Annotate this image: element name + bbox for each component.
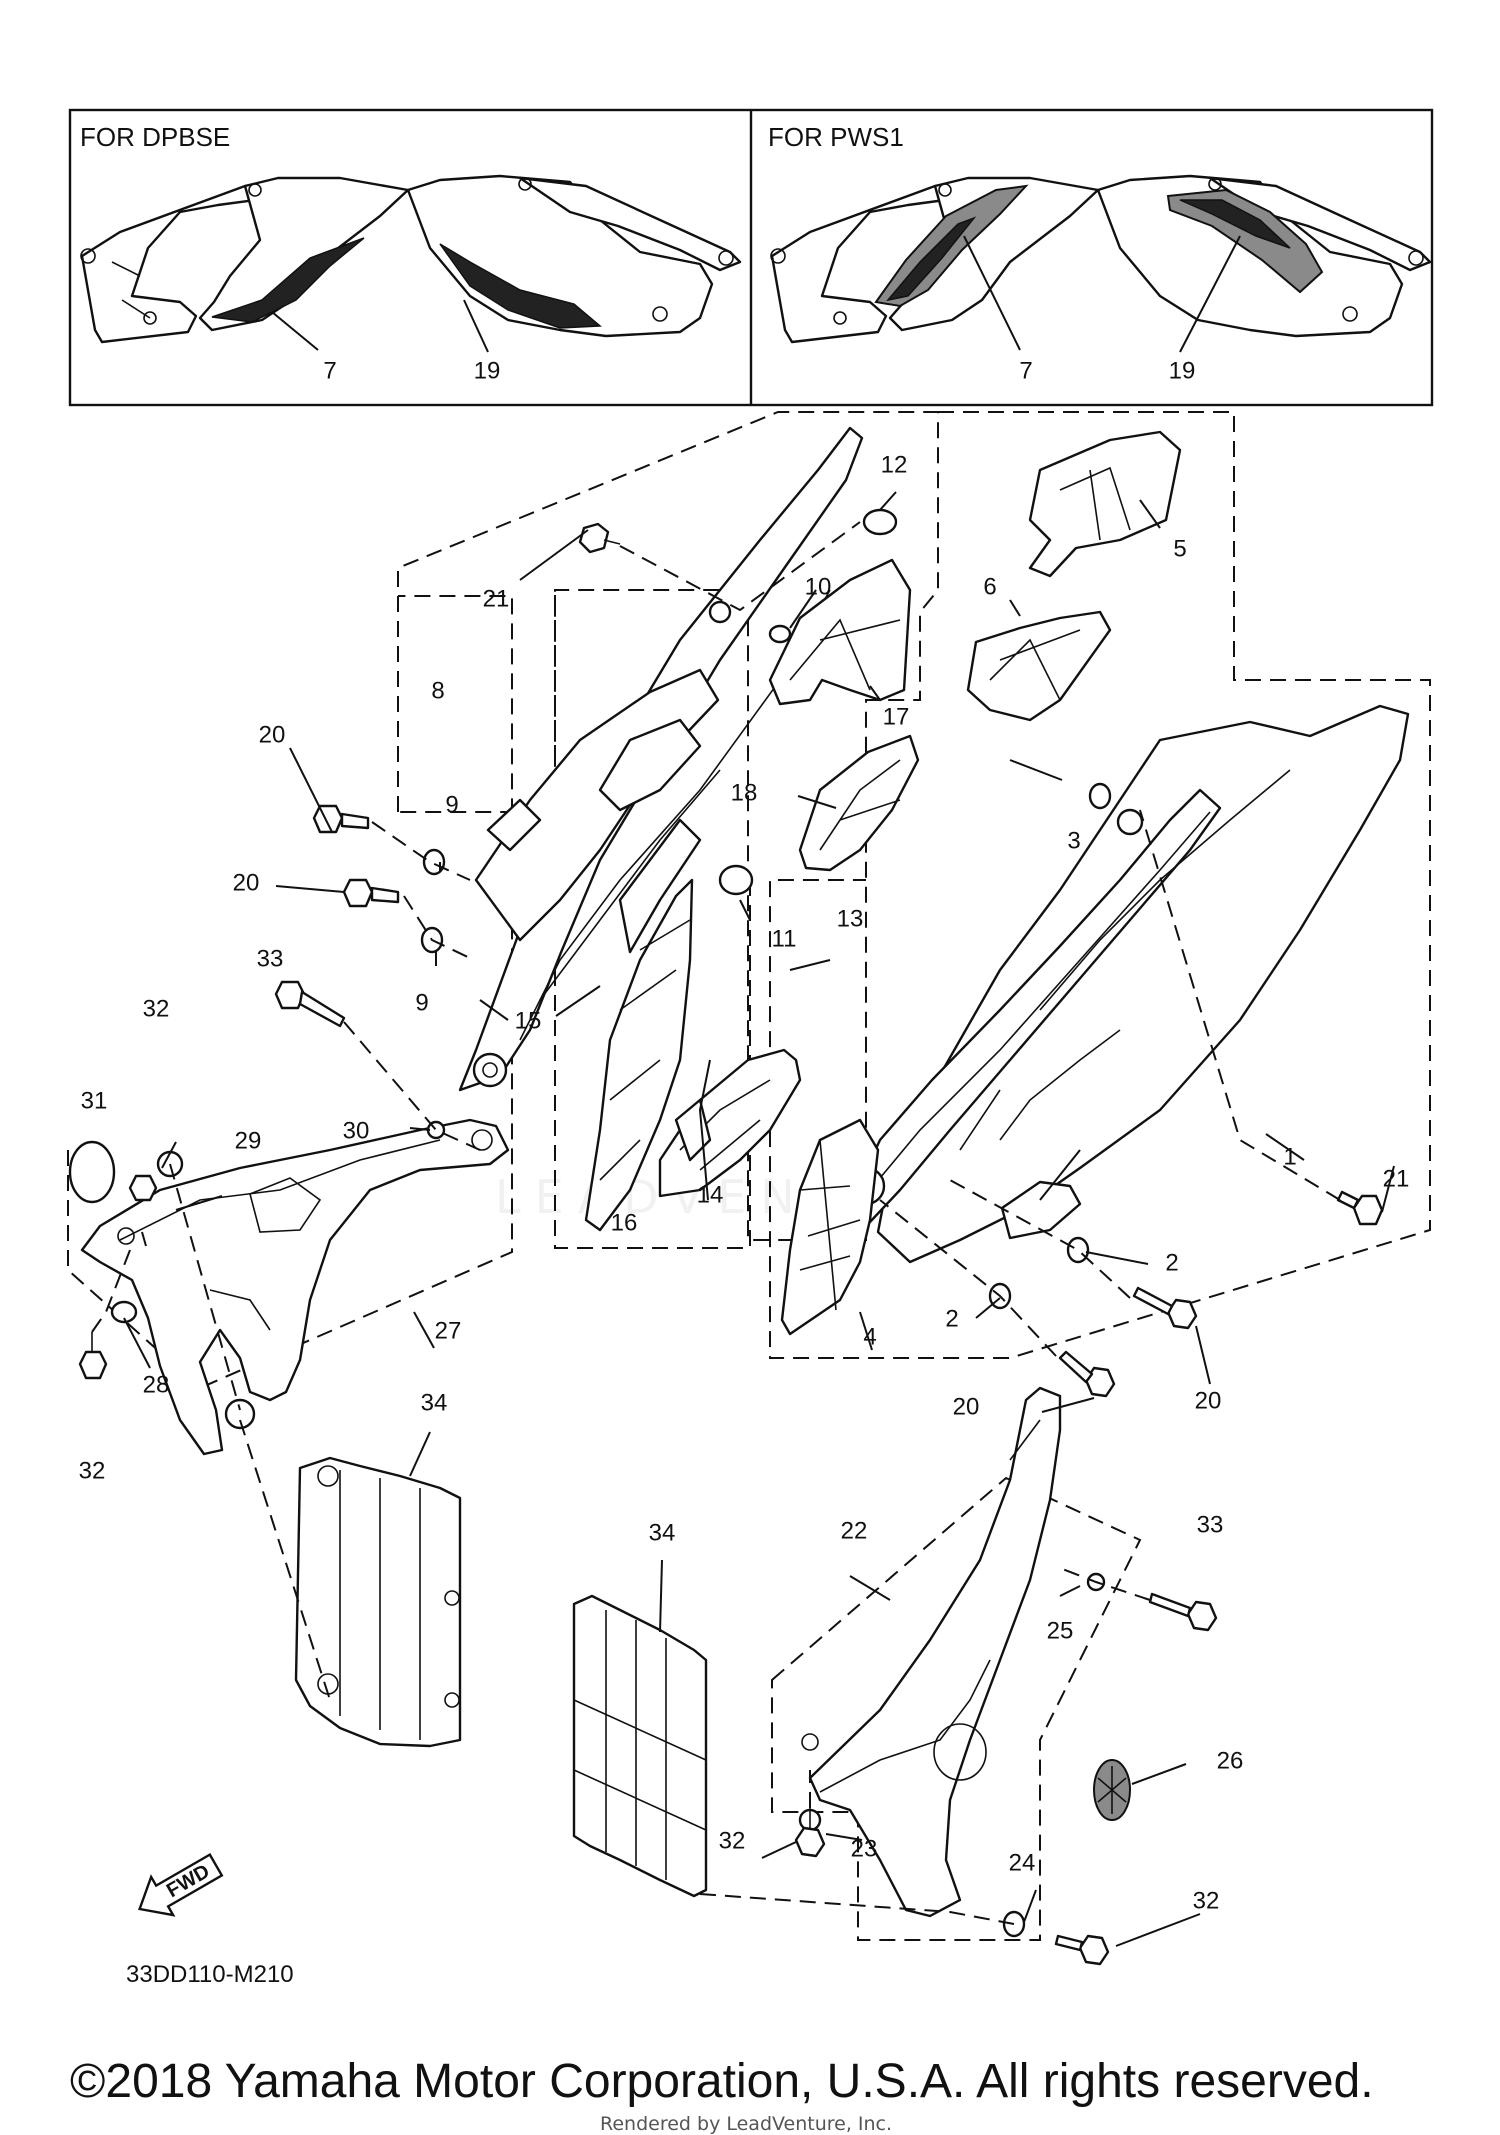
part-27-shroud — [80, 1118, 510, 1456]
diagram-code: 33DD110-M210 — [126, 1961, 294, 1988]
callout-32-b: 32 — [79, 1457, 106, 1484]
fwd-arrow-icon: FWD — [138, 1852, 224, 1917]
callout-6: 6 — [983, 573, 996, 600]
callout-33-a: 33 — [257, 945, 284, 972]
fasteners — [78, 508, 1384, 1966]
part-34-louver-upper — [294, 1456, 462, 1748]
callout-20-a: 20 — [259, 721, 286, 748]
callout-17: 17 — [883, 703, 910, 730]
part-4-pad — [780, 1118, 880, 1336]
callout-4: 4 — [863, 1323, 876, 1350]
callout-19-pws1: 19 — [1169, 357, 1196, 384]
inset-dpbse-right-shroud — [406, 174, 742, 338]
callout-25: 25 — [1047, 1617, 1074, 1644]
inset-dpbse-left-shroud — [80, 176, 410, 344]
callout-22: 22 — [841, 1517, 868, 1544]
callout-21-b: 21 — [1383, 1165, 1410, 1192]
callout-8: 8 — [431, 677, 444, 704]
callout-23: 23 — [851, 1835, 878, 1862]
callout-16: 16 — [611, 1209, 638, 1236]
callouts: 1 2 2 3 4 5 6 8 9 9 10 11 12 13 14 15 16… — [79, 451, 1410, 1914]
callout-32-a: 32 — [143, 995, 170, 1022]
inset-box — [68, 108, 1434, 407]
callout-21-a: 21 — [483, 585, 510, 612]
callout-2-lower: 2 — [945, 1305, 958, 1332]
callout-20-b: 20 — [233, 869, 260, 896]
inset-pws1-left-shroud — [770, 176, 1100, 344]
part-14-pad — [674, 1098, 712, 1162]
part-17-pad — [768, 558, 912, 706]
callout-26: 26 — [1217, 1747, 1244, 1774]
assembly-lines — [91, 521, 1341, 1925]
part-13-pad — [658, 1048, 802, 1198]
part-16-pad — [584, 878, 694, 1232]
callout-12: 12 — [881, 451, 908, 478]
part-1-side-cover — [846, 704, 1410, 1264]
callout-20-c: 20 — [953, 1393, 980, 1420]
callout-10: 10 — [805, 573, 832, 600]
copyright-notice: ©2018 Yamaha Motor Corporation, U.S.A. A… — [70, 2055, 1374, 2108]
callout-34-a: 34 — [421, 1389, 448, 1416]
part-26-emblem — [1093, 1759, 1131, 1821]
callout-29: 29 — [235, 1127, 262, 1154]
callout-18: 18 — [731, 779, 758, 806]
inset-leaders — [271, 235, 1241, 353]
part-34-louver-lower — [572, 1594, 708, 1898]
callout-33-b: 33 — [1197, 1511, 1224, 1538]
callout-3: 3 — [1067, 827, 1080, 854]
callout-11: 11 — [772, 925, 797, 952]
callout-2-upper: 2 — [1165, 1249, 1178, 1276]
part-22-shroud — [801, 1386, 1062, 1918]
callout-19-dpbse: 19 — [474, 357, 501, 384]
callout-34-b: 34 — [649, 1519, 676, 1546]
callout-7-pws1: 7 — [1019, 357, 1032, 384]
callout-32-d: 32 — [1193, 1887, 1220, 1914]
callout-30: 30 — [343, 1117, 370, 1144]
part-18-pad — [798, 734, 920, 872]
callout-20-d: 20 — [1195, 1387, 1222, 1414]
callout-9-upper: 9 — [445, 791, 458, 818]
callout-9-lower: 9 — [415, 989, 428, 1016]
part-31-cap — [68, 1140, 116, 1204]
callout-31: 31 — [81, 1087, 108, 1114]
inset-header-pws1: FOR PWS1 — [768, 122, 904, 152]
callout-13: 13 — [837, 905, 864, 932]
part-5-pad — [1028, 430, 1182, 578]
callout-1: 1 — [1283, 1143, 1296, 1170]
inset-pws1-right-shroud — [1096, 174, 1432, 338]
callout-28: 28 — [143, 1371, 170, 1398]
part-6-pad — [966, 610, 1112, 722]
rendered-by-credit: Rendered by LeadVenture, Inc. — [600, 2113, 892, 2135]
inset-header-dpbse: FOR DPBSE — [80, 122, 230, 152]
callout-7-dpbse: 7 — [323, 357, 336, 384]
callout-14: 14 — [697, 1181, 724, 1208]
leader-lines — [123, 491, 1395, 1947]
callout-15: 15 — [515, 1007, 542, 1034]
callout-32-c: 32 — [719, 1827, 746, 1854]
callout-27: 27 — [435, 1317, 462, 1344]
callout-24: 24 — [1009, 1849, 1036, 1876]
callout-5: 5 — [1173, 535, 1186, 562]
